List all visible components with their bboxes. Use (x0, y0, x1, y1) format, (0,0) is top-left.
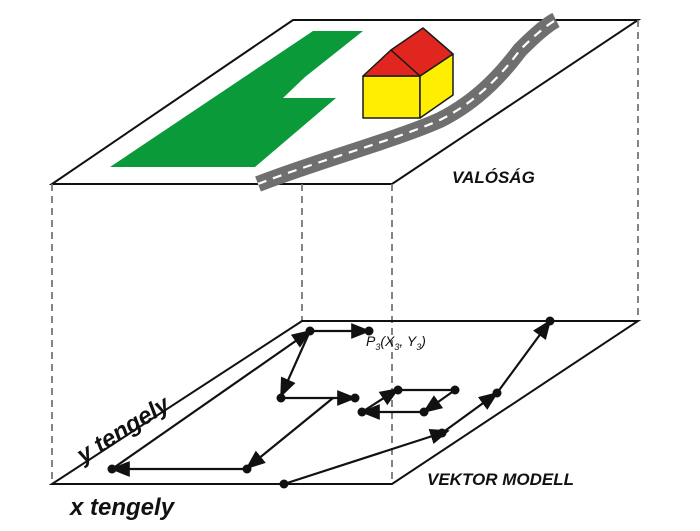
vector-path-polygon (360, 387, 456, 420)
vertex (419, 407, 429, 417)
house-roof-side (390, 27, 454, 77)
vertex (357, 407, 367, 417)
vertex-p3 (364, 326, 374, 336)
vertex (242, 464, 252, 474)
vertex (393, 385, 403, 395)
vertex (276, 393, 286, 403)
vector-model-label: VEKTOR MODELL (427, 470, 575, 489)
vector-path-main (110, 323, 371, 477)
point-p3-label: P3(X3, Y3) (366, 333, 426, 352)
vertex (450, 385, 460, 395)
vertex (305, 326, 315, 336)
vertex (437, 428, 447, 438)
x-axis-label: x tengely (70, 494, 175, 521)
vertex (350, 393, 360, 403)
vertex (107, 464, 117, 474)
house (362, 27, 454, 119)
house-front-wall (362, 75, 421, 119)
road (255, 12, 560, 192)
vertex (492, 388, 502, 398)
vertices (107, 316, 555, 489)
vector-path-line (283, 319, 552, 486)
vector-model-plane (48, 320, 642, 485)
reality-label: VALÓSÁG (452, 168, 535, 187)
green-field (110, 31, 363, 167)
vertex (279, 479, 289, 489)
vertex (545, 316, 555, 326)
